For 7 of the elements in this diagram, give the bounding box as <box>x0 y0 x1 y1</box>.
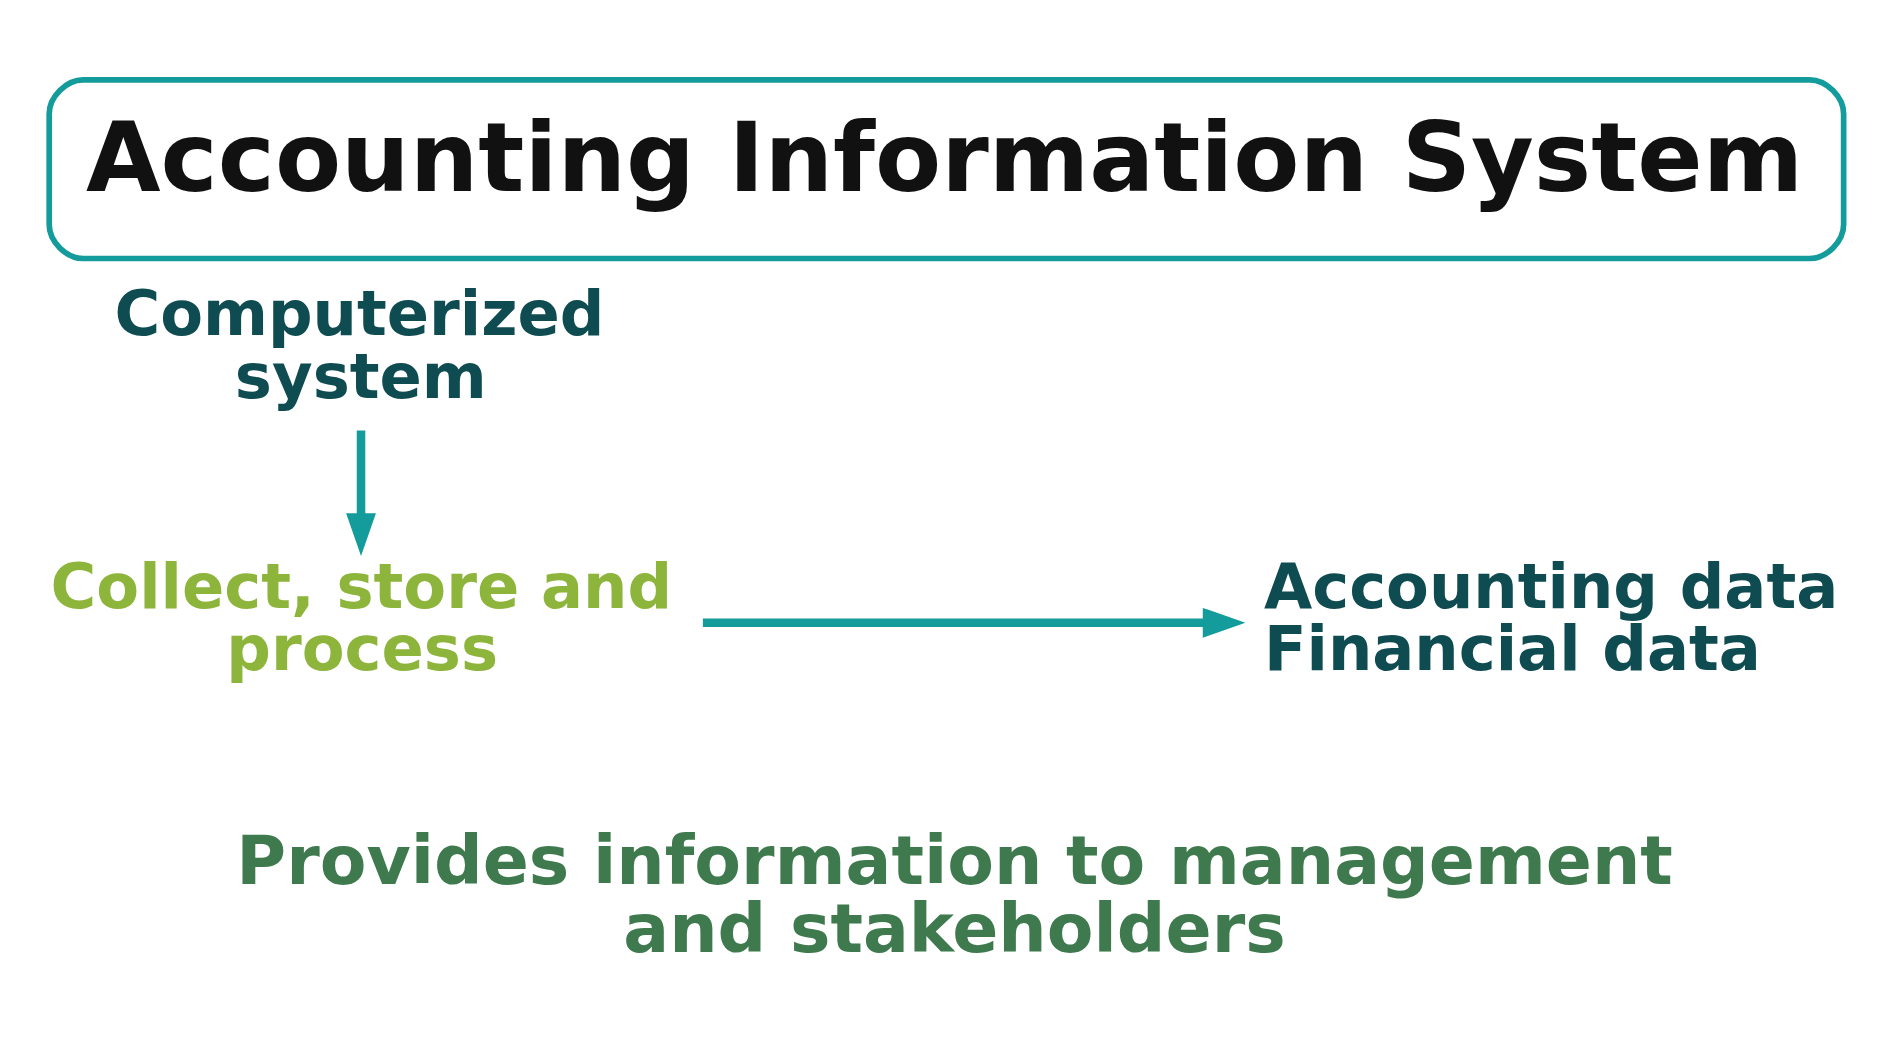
arrow <box>702 607 1246 638</box>
node-text: Computerized system <box>114 277 605 413</box>
arrow <box>346 430 376 556</box>
node-text: Collect, store and process <box>50 549 673 685</box>
node-text: Accounting data Financial data <box>1263 549 1839 685</box>
label: Provides information to management and stakeholders <box>236 821 1673 969</box>
diagram-title: Accounting Information System <box>86 102 1804 215</box>
